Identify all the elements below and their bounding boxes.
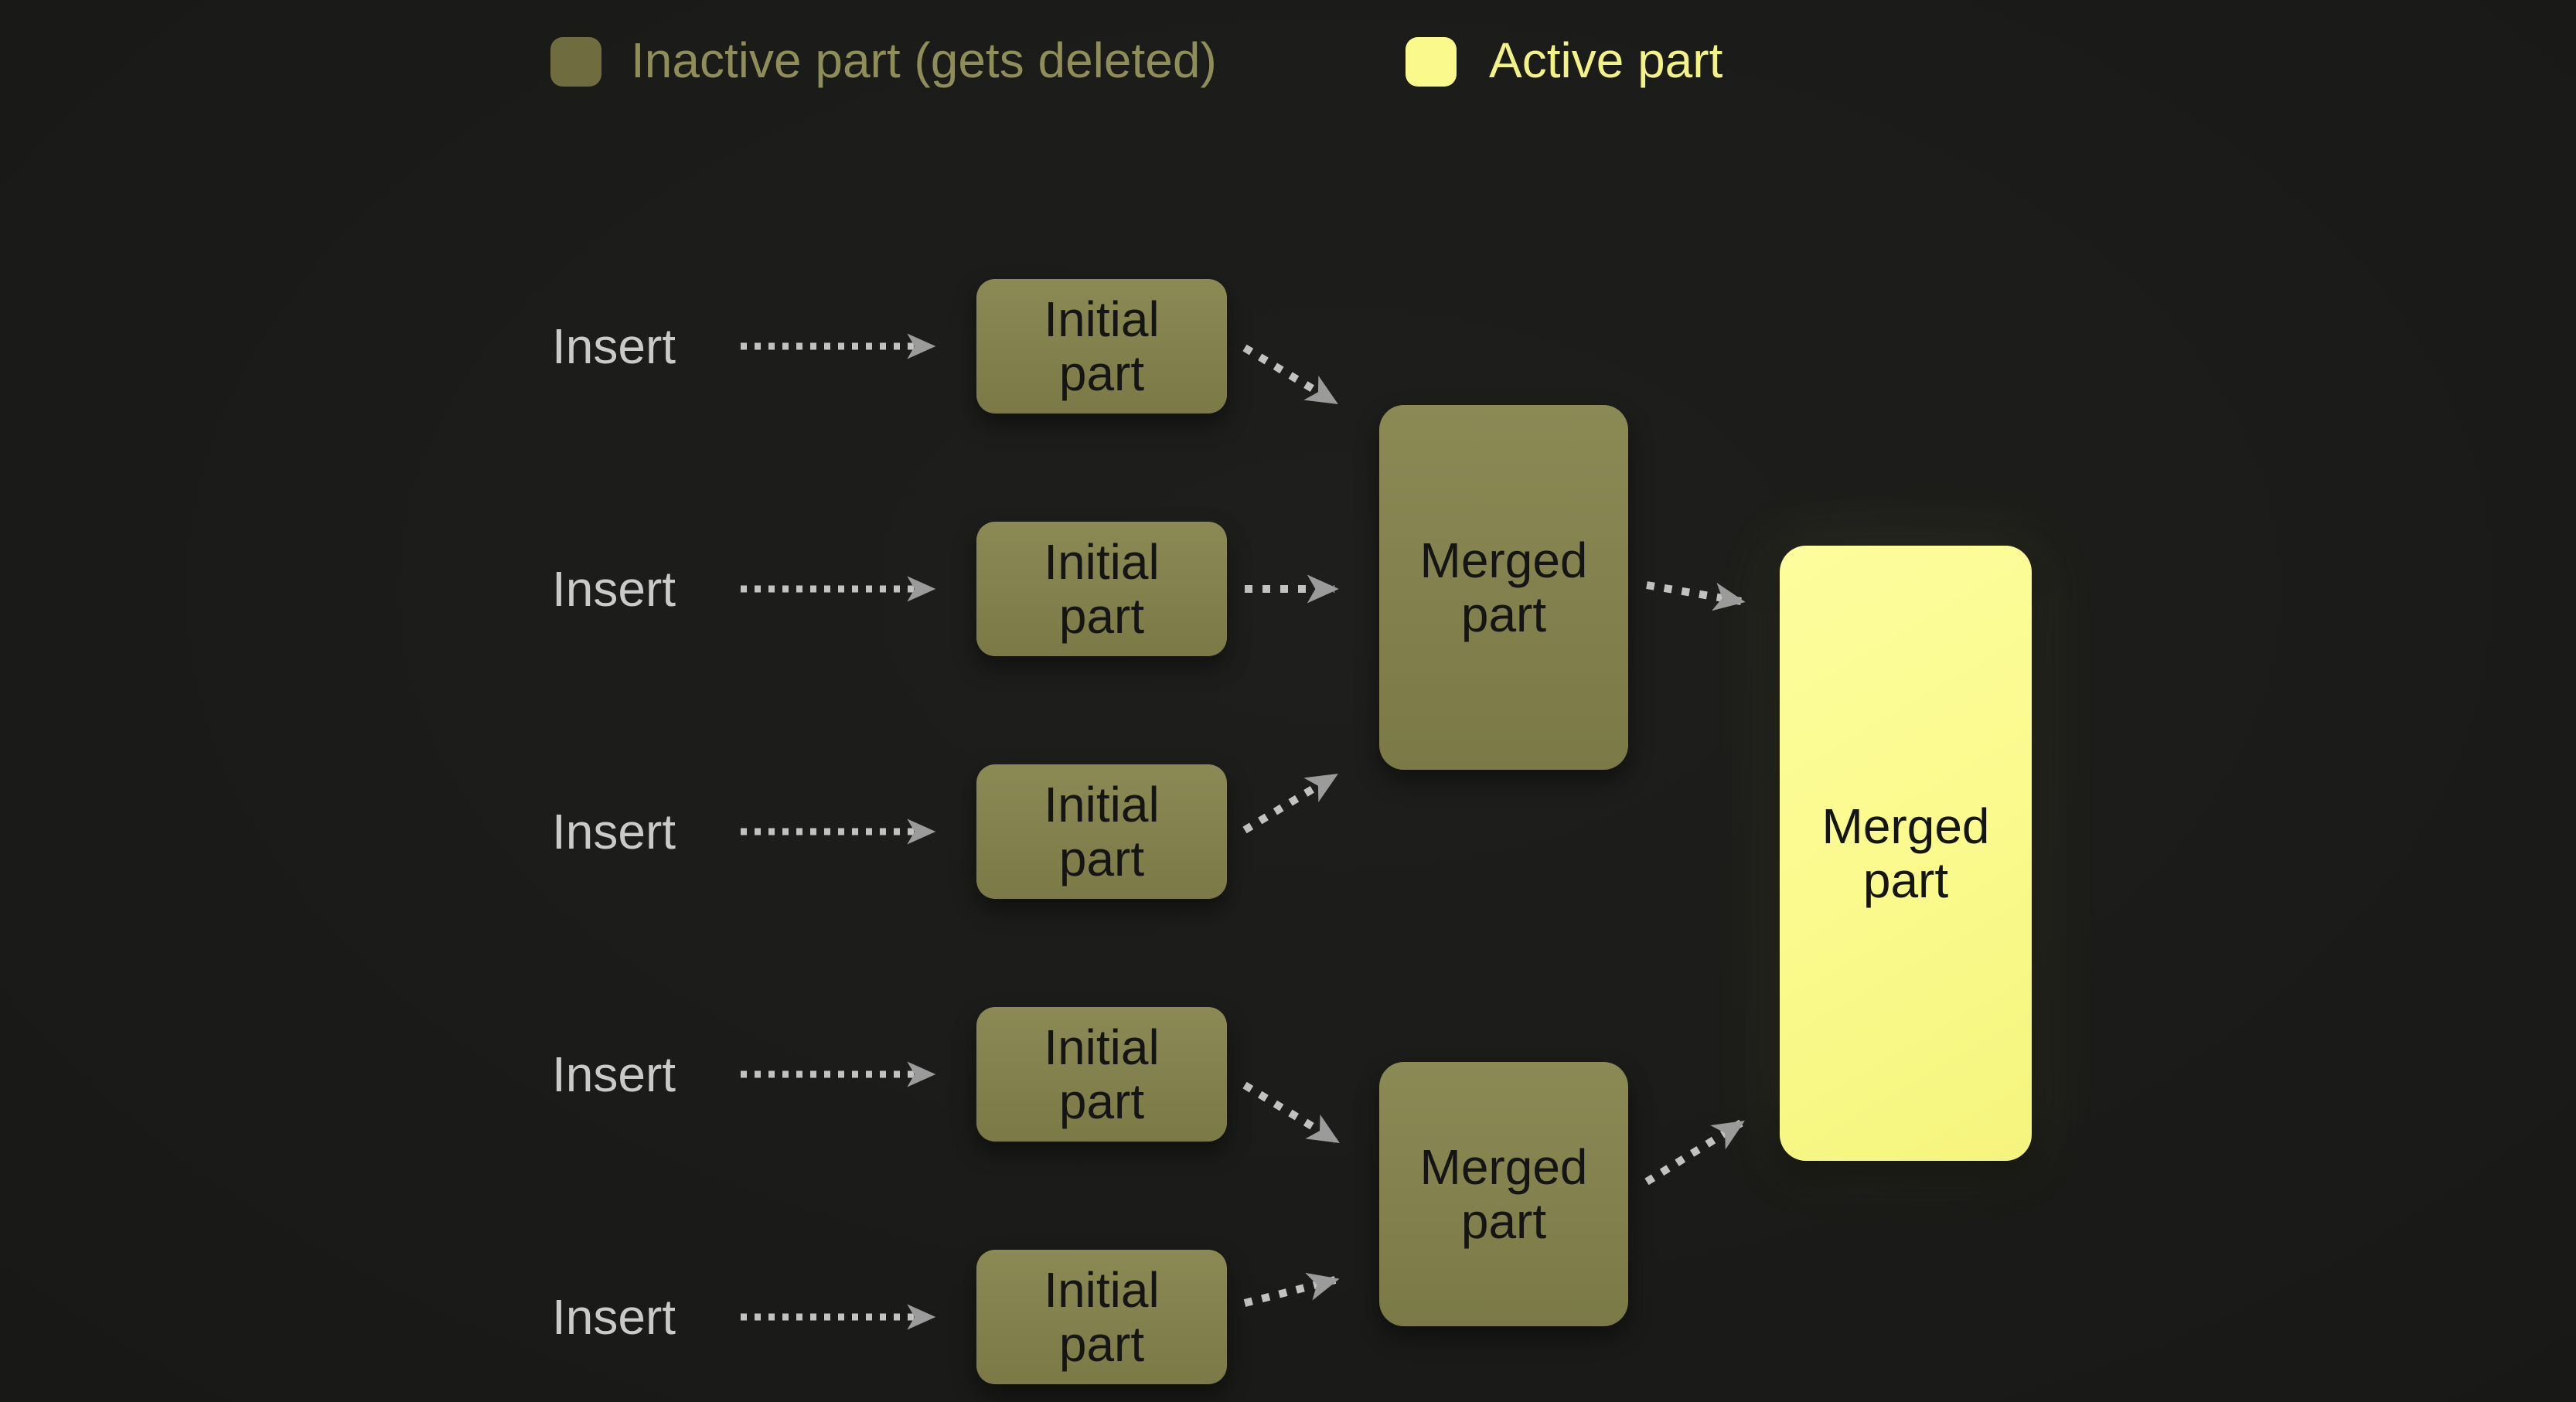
legend-active-label: Active part bbox=[1489, 32, 1723, 88]
merged-part-node-bottom: Merged part bbox=[1379, 1062, 1628, 1326]
dotted-arrow-initial5-to-merged-bottom bbox=[1243, 1272, 1340, 1307]
dotted-arrow-initial3-to-merged-top bbox=[1242, 772, 1338, 834]
insert-label-1: Insert bbox=[552, 318, 676, 374]
active-part-swatch-icon bbox=[1406, 37, 1457, 87]
initial-part-node-3: Initial part bbox=[976, 764, 1227, 899]
legend-inactive-label: Inactive part (gets deleted) bbox=[631, 32, 1217, 88]
initial-part-node-4: Initial part bbox=[976, 1007, 1227, 1142]
dotted-arrow-initial4-to-merged-bottom bbox=[1242, 1081, 1340, 1145]
merged-part-label: Merged part bbox=[1821, 798, 1990, 908]
initial-part-label: Initial part bbox=[1044, 1262, 1160, 1372]
insert-label-5: Insert bbox=[552, 1289, 676, 1345]
inactive-part-swatch-icon bbox=[550, 37, 601, 87]
insert-label-4: Insert bbox=[552, 1046, 676, 1102]
merged-part-node-top: Merged part bbox=[1379, 405, 1628, 770]
initial-part-node-5: Initial part bbox=[976, 1250, 1227, 1384]
initial-part-node-1: Initial part bbox=[976, 279, 1227, 413]
initial-part-label: Initial part bbox=[1044, 291, 1160, 401]
initial-part-node-2: Initial part bbox=[976, 522, 1227, 656]
insert-label-3: Insert bbox=[552, 804, 676, 859]
dotted-arrow-merged-top-to-final bbox=[1646, 581, 1746, 611]
merged-part-node-final-active: Merged part bbox=[1780, 546, 2032, 1161]
merged-part-label: Merged part bbox=[1419, 533, 1588, 642]
merged-part-label: Merged part bbox=[1419, 1139, 1588, 1249]
initial-part-label: Initial part bbox=[1044, 534, 1160, 644]
insert-label-2: Insert bbox=[552, 561, 676, 617]
dotted-arrow-merged-bottom-to-final bbox=[1644, 1119, 1745, 1186]
dotted-arrow-initial1-to-merged-top bbox=[1242, 344, 1338, 406]
initial-part-label: Initial part bbox=[1044, 777, 1160, 886]
initial-part-label: Initial part bbox=[1044, 1019, 1160, 1129]
